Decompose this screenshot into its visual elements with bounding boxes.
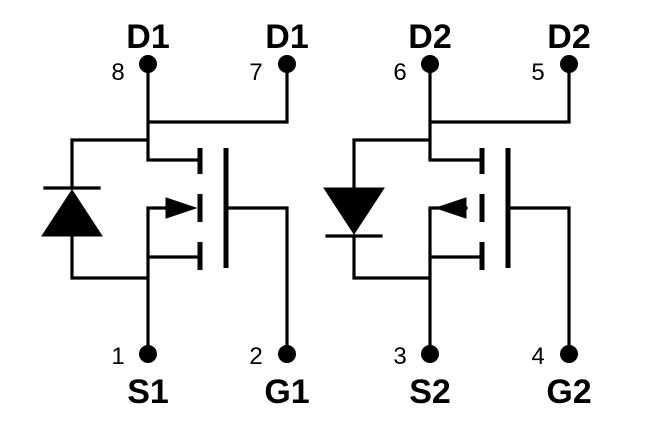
- channel-arrow: [165, 197, 198, 219]
- mosfet-1: D1 8 D1 7 S1 1 G1 2: [41, 18, 310, 411]
- pin-7: D1 7: [249, 18, 308, 86]
- mosfet-2: D2 6 D2 5 S2 3 G2 4: [323, 18, 592, 411]
- channel-arrow: [434, 197, 467, 219]
- pin-1: S1 1: [111, 343, 168, 411]
- source-wire: [352, 206, 484, 356]
- pin-3-name: S2: [409, 373, 451, 411]
- pin-5-number: 5: [531, 59, 544, 86]
- source-wire: [70, 206, 202, 356]
- pin-7-number: 7: [249, 59, 262, 86]
- diode-triangle: [323, 187, 385, 235]
- diode-triangle: [41, 189, 103, 237]
- pin-1-number: 1: [111, 343, 124, 370]
- pin-8: D1 8: [111, 18, 169, 86]
- pin-4-number: 4: [531, 343, 544, 370]
- pin-6-number: 6: [393, 59, 406, 86]
- gate-wire: [506, 206, 571, 356]
- body-diode: [323, 187, 385, 238]
- pin-8-number: 8: [111, 59, 124, 86]
- pin-6: D2 6: [393, 18, 451, 86]
- pin-2: G1 2: [249, 343, 309, 411]
- pin-4: G2 4: [531, 343, 591, 411]
- body-diode: [41, 186, 103, 237]
- pin-5: D2 5: [531, 18, 590, 86]
- pin-4-name: G2: [546, 373, 591, 411]
- pin-7-name: D1: [265, 18, 308, 56]
- pin-3: S2 3: [393, 343, 450, 411]
- pin-5-name: D2: [547, 18, 590, 56]
- pin-8-name: D1: [126, 18, 169, 56]
- pin-1-name: S1: [127, 373, 169, 411]
- pin-3-number: 3: [393, 343, 406, 370]
- gate-wire: [224, 206, 289, 356]
- pin-2-number: 2: [249, 343, 262, 370]
- drain-wire: [70, 62, 289, 190]
- drain-wire: [352, 62, 571, 188]
- pin-6-name: D2: [408, 18, 451, 56]
- pin-2-name: G1: [264, 373, 309, 411]
